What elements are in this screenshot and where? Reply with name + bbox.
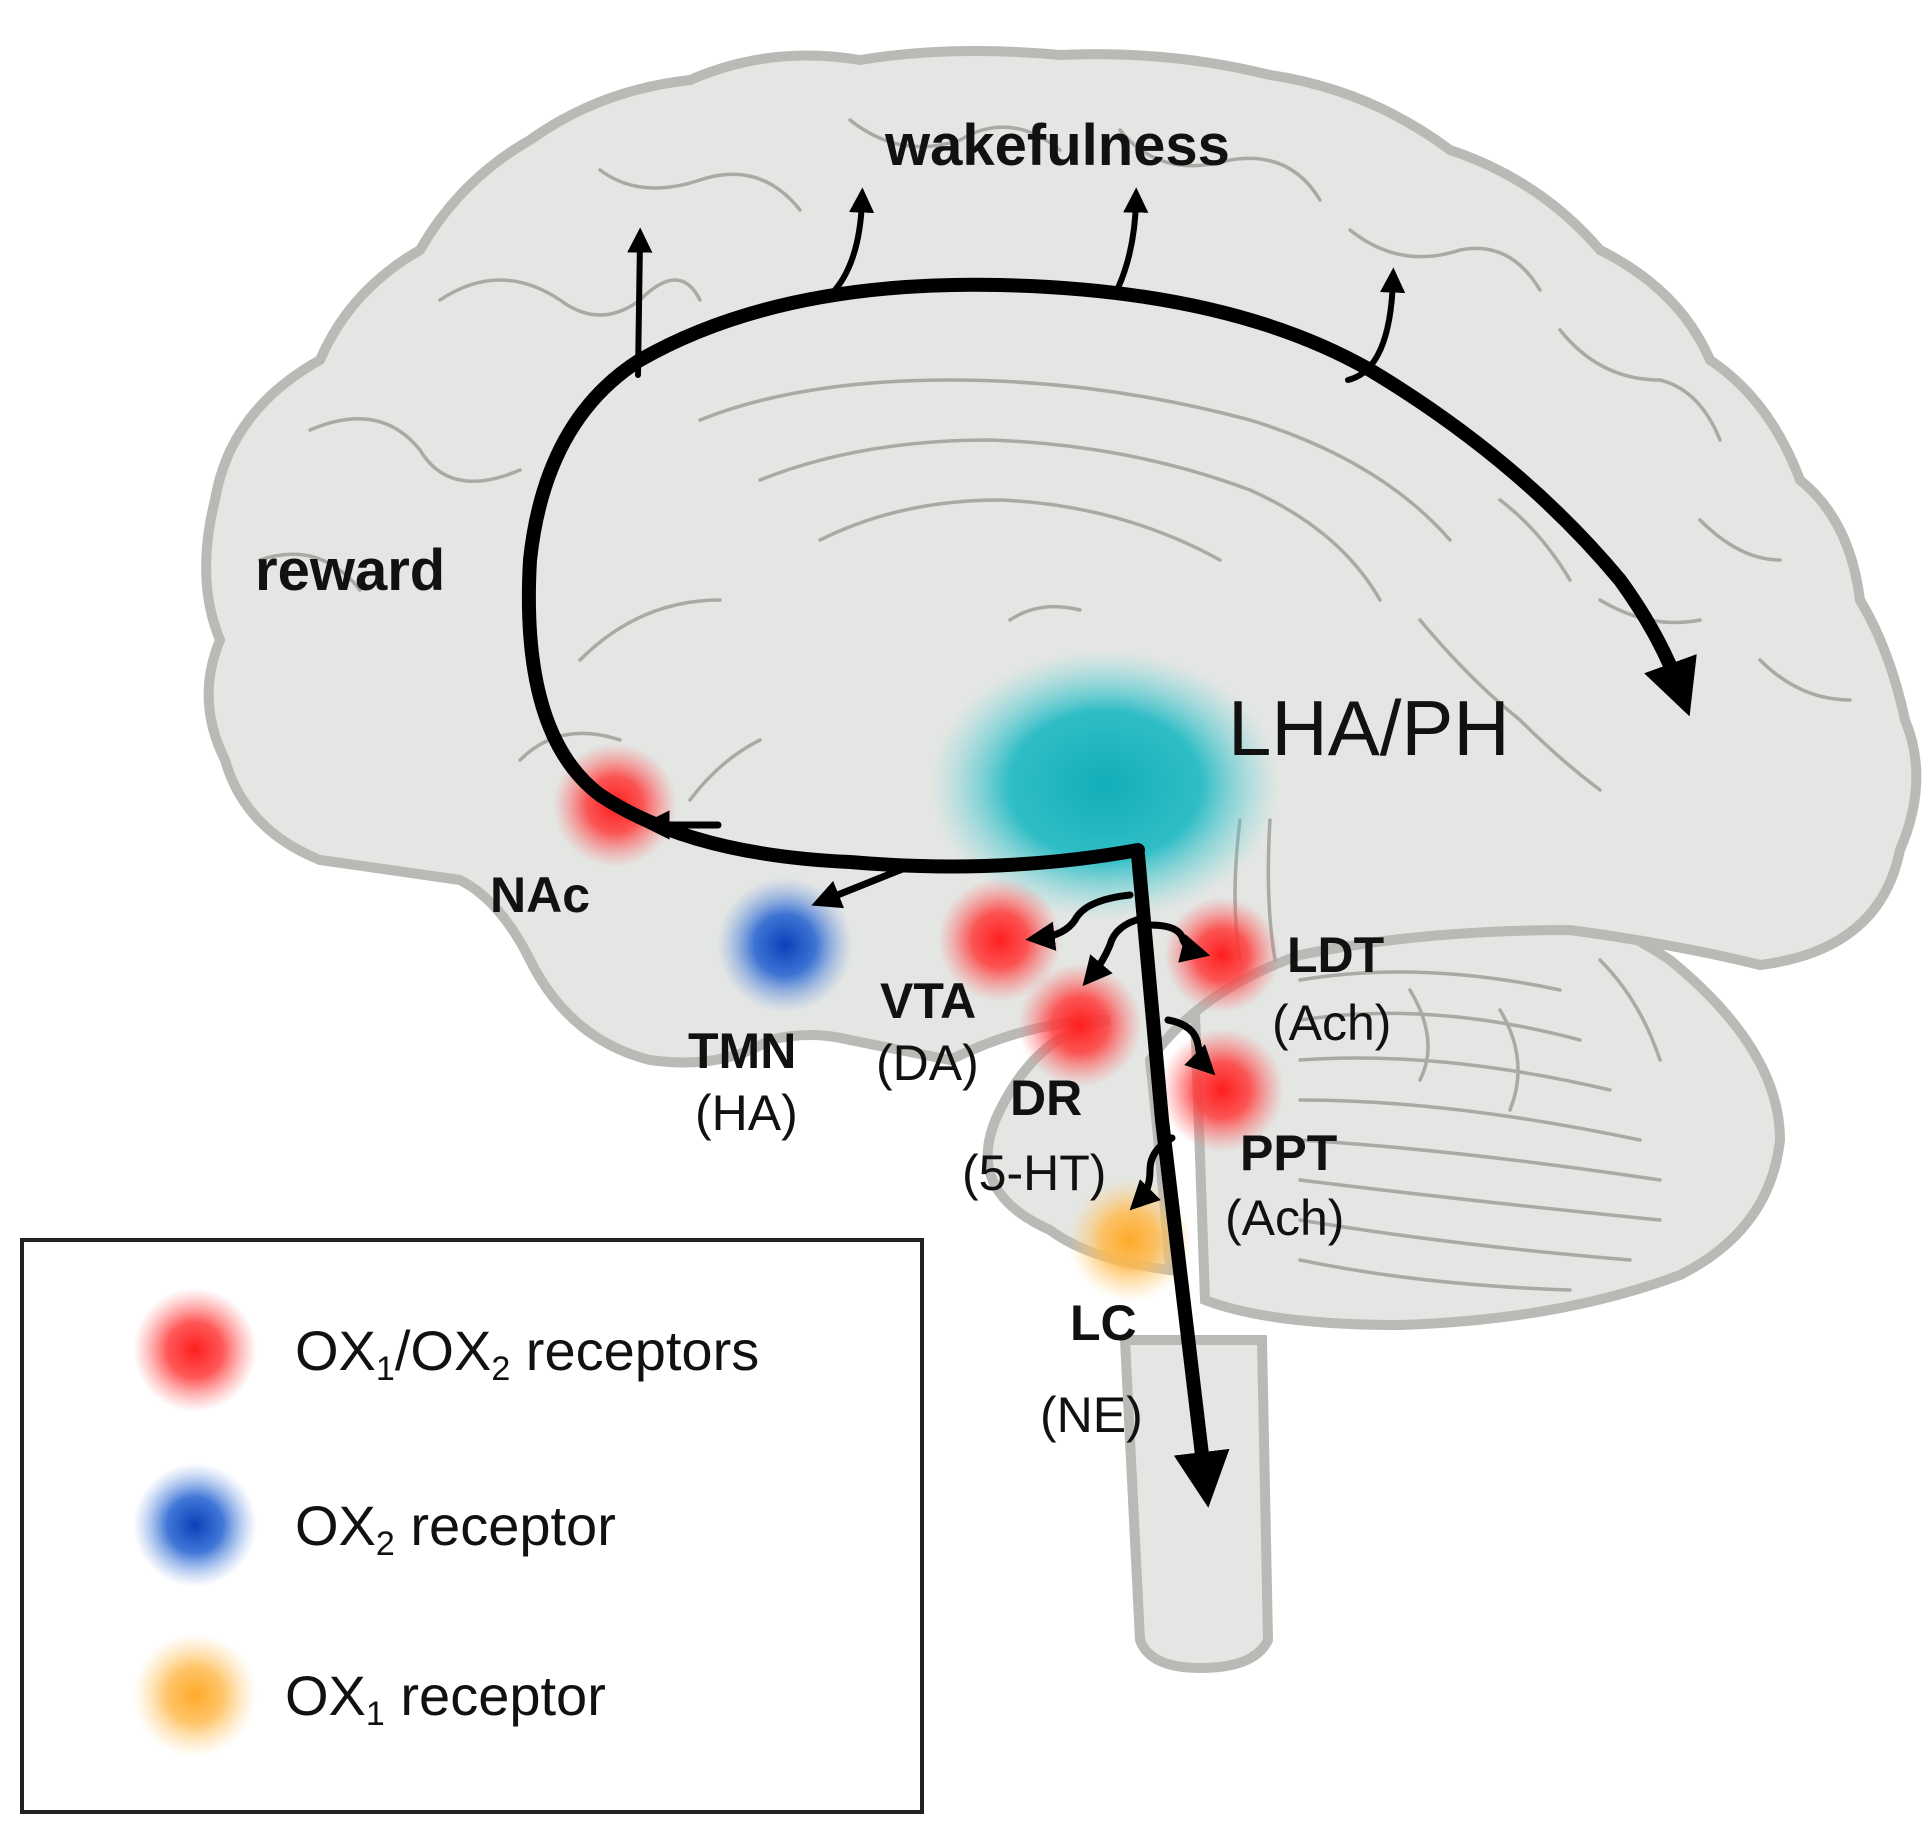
legend-label-ox1: OX1 receptor	[285, 1664, 606, 1733]
label-ppt-nt: (Ach)	[1225, 1190, 1344, 1246]
tmn-branch	[811, 864, 909, 909]
label-ppt: PPT	[1240, 1125, 1337, 1181]
label-lha-ph: LHA/PH	[1228, 684, 1510, 772]
ldt-branch	[1146, 921, 1211, 963]
label-wakefulness: wakefulness	[884, 113, 1230, 178]
label-reward: reward	[255, 538, 445, 603]
legend-swatch-ox1-ox2	[133, 1288, 257, 1412]
dr-region	[1018, 963, 1142, 1087]
projection-arrows	[521, 187, 1697, 1508]
label-dr-nt: (5-HT)	[962, 1145, 1106, 1201]
lc-branch	[1129, 1134, 1176, 1211]
label-lc: LC	[1070, 1295, 1137, 1351]
region-labels: wakefulness reward LHA/PH NAc TMN (HA) V…	[255, 113, 1510, 1443]
wake-branch-1	[627, 227, 653, 378]
label-ldt: LDT	[1287, 927, 1384, 983]
legend-label-ox1-ox2: OX1/OX2 receptors	[295, 1319, 759, 1388]
wake-branch-4	[1345, 267, 1406, 383]
wake-branch-3	[1115, 187, 1149, 291]
descending-projection-arrow	[1131, 848, 1230, 1508]
label-tmn: TMN	[688, 1023, 796, 1079]
label-vta: VTA	[880, 973, 976, 1029]
legend: OX1/OX2 receptors OX2 receptor OX1 recep…	[20, 1238, 924, 1814]
label-nac: NAc	[490, 867, 590, 923]
lha-ph-region	[930, 650, 1280, 920]
vta-branch	[1025, 891, 1134, 951]
vta-region	[938, 878, 1062, 1002]
receptor-regions	[553, 650, 1284, 1302]
tmn-region	[717, 877, 853, 1013]
lc-region	[1068, 1178, 1192, 1302]
dr-branch	[1082, 914, 1147, 987]
legend-label-ox2: OX2 receptor	[295, 1494, 616, 1563]
wake-branch-2	[832, 187, 875, 293]
label-vta-nt: (DA)	[876, 1035, 979, 1091]
main-projection-arrow	[521, 277, 1697, 874]
label-ldt-nt: (Ach)	[1272, 995, 1391, 1051]
label-dr: DR	[1010, 1070, 1082, 1126]
label-tmn-nt: (HA)	[695, 1085, 798, 1141]
ppt-branch	[1164, 1016, 1216, 1076]
brain-sulci	[258, 118, 1852, 1292]
label-lc-nt: (NE)	[1040, 1387, 1143, 1443]
legend-swatch-ox1	[133, 1633, 257, 1757]
legend-swatch-ox2	[133, 1463, 257, 1587]
ldt-region	[1164, 897, 1280, 1013]
